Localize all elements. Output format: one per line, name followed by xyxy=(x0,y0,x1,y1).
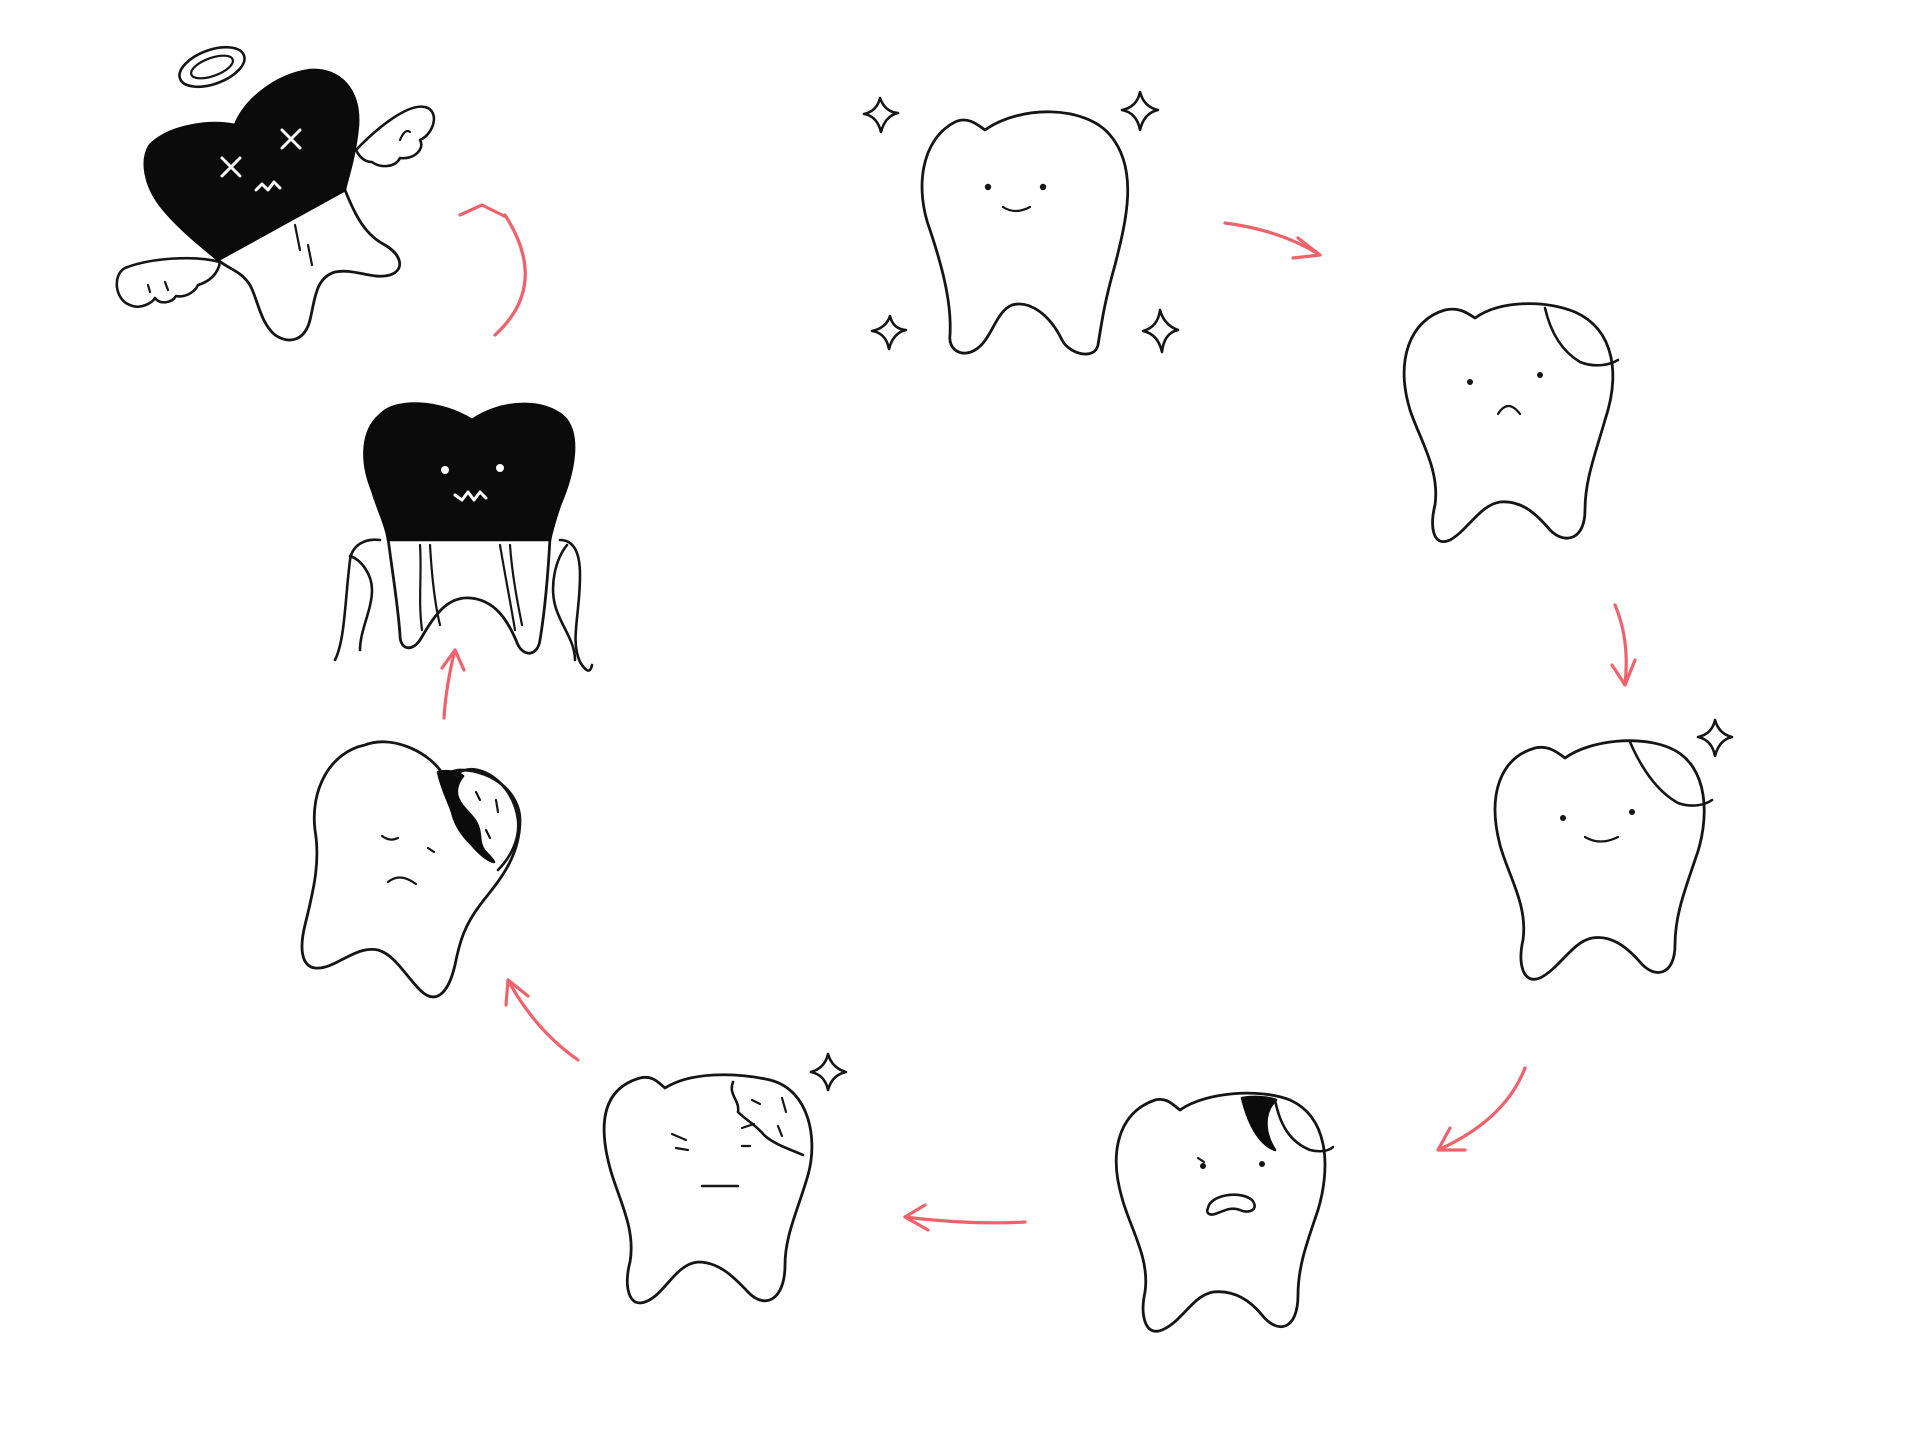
wavy-mouth xyxy=(254,180,282,192)
arrow-broken-to-root-canal xyxy=(440,648,466,720)
smile-mouth xyxy=(1001,205,1032,213)
halo-inner xyxy=(189,54,235,80)
sparkle-icon xyxy=(809,1052,848,1092)
sparkle-icon xyxy=(1120,90,1160,132)
crown xyxy=(363,402,576,542)
stage-filling-decay xyxy=(1114,1091,1335,1333)
gum-right xyxy=(551,543,577,662)
filling xyxy=(1273,1098,1335,1153)
tooth-outline xyxy=(920,110,1130,356)
eye-left xyxy=(674,1146,690,1152)
eye-right xyxy=(1629,809,1635,815)
root-canal-line xyxy=(428,543,524,627)
sad-mouth xyxy=(1496,404,1522,416)
halo-icon xyxy=(178,45,246,89)
crack-mark xyxy=(474,790,482,802)
scared-mouth xyxy=(1205,1193,1256,1216)
stage-filled-tooth xyxy=(1493,718,1734,981)
fragment-outline xyxy=(453,767,520,872)
sparkle-icon xyxy=(1696,718,1734,758)
eye-left xyxy=(1200,1163,1206,1169)
arrow-filling-decay-to-cracked xyxy=(903,1203,1027,1232)
sparkle-icon xyxy=(870,314,908,351)
stage-broken-tooth xyxy=(300,740,522,999)
gum-left xyxy=(348,554,374,652)
sad-mouth xyxy=(386,876,418,886)
tooth-roots xyxy=(386,536,552,655)
crack-mark xyxy=(780,1096,788,1114)
tooth-outline xyxy=(602,1073,814,1305)
eye-right-x xyxy=(280,128,302,150)
crack-mark xyxy=(494,798,500,814)
crack-mark xyxy=(750,1098,762,1106)
eye-right xyxy=(496,464,504,472)
stage-early-decay xyxy=(1402,302,1620,543)
eye-right xyxy=(426,846,436,854)
eye-left xyxy=(984,183,992,191)
filling xyxy=(1628,740,1714,807)
crack-mark xyxy=(776,1124,784,1138)
wing-feather xyxy=(398,129,412,142)
tooth-outline xyxy=(1493,739,1706,981)
smile-mouth xyxy=(1583,835,1620,843)
root-texture xyxy=(293,223,314,267)
gum-outline xyxy=(333,538,594,672)
arrow-filled-to-filling-decay xyxy=(1436,1066,1527,1152)
wing-feather xyxy=(146,280,170,294)
stage-root-canal xyxy=(333,402,594,672)
crown xyxy=(143,68,360,262)
sparkle-icon xyxy=(1141,308,1180,354)
eye-left-closed xyxy=(380,834,400,841)
broken-edge xyxy=(436,769,496,864)
arrow-healthy-to-decay xyxy=(1223,221,1322,260)
arrow-cracked-to-broken xyxy=(504,978,580,1062)
decay-around-filling xyxy=(1240,1095,1278,1152)
eye-left xyxy=(1467,379,1473,385)
wing-left-icon xyxy=(115,256,222,309)
decay-spot xyxy=(1543,306,1620,367)
eye-left xyxy=(441,466,449,474)
tooth-outline xyxy=(1402,302,1615,543)
stage-cracked-tooth xyxy=(602,1052,848,1305)
eye-left xyxy=(1560,815,1566,821)
eyebrow-left xyxy=(1196,1156,1206,1164)
root-canal-line xyxy=(418,543,517,632)
arrow-root-canal-to-lost xyxy=(458,203,527,337)
eyebrow-right xyxy=(740,1122,756,1130)
sparkle-icon xyxy=(862,96,900,134)
eye-right xyxy=(1537,372,1543,378)
crack-mark xyxy=(484,828,492,840)
stage-healthy-tooth xyxy=(862,90,1180,356)
wing-right-icon xyxy=(354,105,436,168)
arrow-decay-to-filled xyxy=(1610,603,1637,687)
stage-tooth-angel xyxy=(115,45,436,342)
eye-right xyxy=(1259,1161,1265,1167)
eyebrow-left xyxy=(670,1132,688,1142)
eye-right xyxy=(1039,183,1047,191)
crack-line xyxy=(730,1080,805,1157)
eye-left-x xyxy=(220,156,242,178)
wavy-mouth xyxy=(453,490,488,502)
tooth-roots xyxy=(216,188,401,342)
tooth-outline xyxy=(300,740,522,999)
